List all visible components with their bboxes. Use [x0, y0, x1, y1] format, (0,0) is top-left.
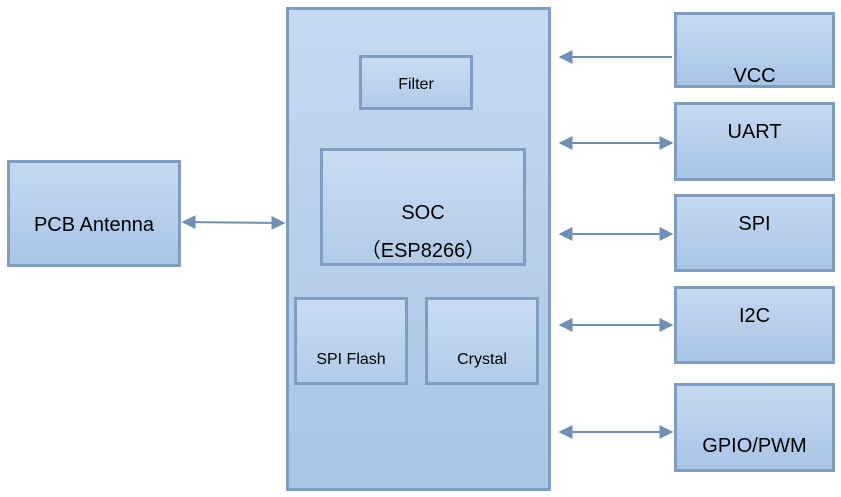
uart-block: UART [674, 102, 835, 181]
filter-label: Filter [398, 76, 434, 93]
gpio-pwm-label: GPIO/PWM [702, 435, 807, 457]
i2c-block: I2C [674, 286, 835, 364]
crystal-label: Crystal [457, 351, 507, 368]
vcc-block: VCC [674, 12, 835, 88]
spi-flash-label: SPI Flash [316, 351, 386, 368]
filter-block: Filter [359, 55, 473, 110]
uart-label: UART [727, 121, 782, 143]
vcc-label: VCC [733, 65, 776, 82]
soc-chip-label: （ESP8266） [360, 240, 486, 262]
gpio-pwm-block: GPIO/PWM [674, 383, 835, 472]
spi-label: SPI [738, 213, 771, 235]
soc-block: SOC （ESP8266） [320, 148, 526, 266]
soc-label: SOC [401, 202, 445, 224]
spi-block: SPI [674, 194, 835, 272]
spi-flash-block: SPI Flash [294, 297, 408, 385]
antenna-link-arrow [181, 215, 286, 230]
i2c-label: I2C [738, 305, 771, 327]
pcb-antenna-block: PCB Antenna [7, 160, 181, 267]
crystal-block: Crystal [425, 297, 539, 385]
pcb-antenna-label: PCB Antenna [33, 214, 155, 236]
